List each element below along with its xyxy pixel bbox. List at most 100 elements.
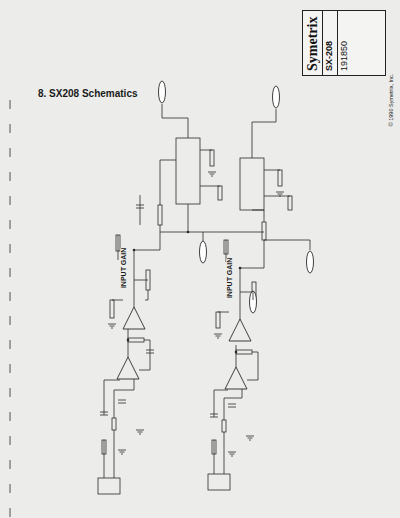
wire xyxy=(252,109,276,158)
brand-name: Symetrix xyxy=(303,11,323,75)
wire xyxy=(104,440,105,478)
page-edge-mark xyxy=(10,460,11,469)
page-edge-mark xyxy=(10,292,11,301)
wire xyxy=(114,430,115,478)
wire xyxy=(253,291,254,300)
wire xyxy=(214,440,215,474)
opamp-symbol xyxy=(117,357,139,379)
title-field: SX-208 xyxy=(323,11,338,75)
title-field: 191850 xyxy=(338,11,352,75)
wire xyxy=(214,390,228,417)
resistor-symbol xyxy=(236,350,252,354)
ground-symbol xyxy=(111,328,113,329)
wire xyxy=(200,186,220,187)
resistor-symbol xyxy=(224,240,228,254)
resistor-symbol xyxy=(218,186,222,200)
resistor-symbol xyxy=(210,150,214,166)
ground-symbol xyxy=(216,336,221,337)
ground-symbol xyxy=(138,432,143,433)
wire xyxy=(240,268,241,319)
wire xyxy=(264,196,290,197)
wire xyxy=(162,104,188,138)
wire xyxy=(128,330,129,357)
ground-symbol xyxy=(228,452,236,453)
ground-symbol xyxy=(276,192,284,193)
ground-symbol xyxy=(108,324,116,325)
opamp-symbol xyxy=(229,319,251,341)
opamp-symbol xyxy=(225,367,247,389)
wire xyxy=(134,280,148,281)
ground-symbol xyxy=(217,338,219,339)
page-edge-mark xyxy=(10,388,11,397)
page-edge-mark xyxy=(10,412,11,421)
ground-symbol xyxy=(208,172,216,173)
wire xyxy=(240,240,264,268)
ground-symbol xyxy=(110,326,115,327)
wire xyxy=(134,225,160,250)
wire xyxy=(128,329,129,330)
ground-symbol xyxy=(249,440,251,441)
wire xyxy=(252,210,264,222)
wire xyxy=(139,340,150,370)
capacitor-symbol xyxy=(146,350,154,351)
terminal-symbol xyxy=(200,241,207,263)
capacitor-symbol xyxy=(136,205,144,206)
resistor-symbol xyxy=(222,420,226,432)
terminal-symbol xyxy=(307,251,314,273)
wire xyxy=(118,235,119,260)
ground-symbol xyxy=(248,438,253,439)
resistor-symbol xyxy=(102,440,106,454)
ic-chip xyxy=(240,158,264,210)
resistor-symbol xyxy=(288,196,292,210)
page-edge-mark xyxy=(10,100,11,109)
control-label: INPUT GAIN xyxy=(226,258,234,298)
ground-symbol xyxy=(246,436,254,437)
page-edge-mark xyxy=(10,316,11,325)
capacitor-symbol xyxy=(118,400,126,401)
page-edge-mark xyxy=(10,172,11,181)
ground-symbol xyxy=(118,450,126,451)
page-edge-mark xyxy=(10,124,11,133)
page-edge-mark xyxy=(10,340,11,349)
wire xyxy=(247,352,258,380)
capacitor-symbol xyxy=(118,403,126,404)
resistor-symbol xyxy=(212,440,216,454)
copyright-note: © 1990 Symetrix, Inc. xyxy=(388,74,394,127)
page-edge-mark xyxy=(10,148,11,157)
wire xyxy=(250,232,264,233)
resistor-symbol xyxy=(262,222,266,240)
page-title: 8. SX208 Schematics xyxy=(38,88,138,99)
ground-symbol xyxy=(210,174,215,175)
opamp-symbol xyxy=(123,307,145,329)
input-jack xyxy=(98,478,120,494)
capacitor-symbol xyxy=(136,208,144,209)
ground-symbol xyxy=(278,194,283,195)
wire xyxy=(203,232,204,241)
page-edge-mark xyxy=(10,508,11,517)
ground-symbol xyxy=(214,334,222,335)
page-edge-mark xyxy=(10,364,11,373)
wire xyxy=(160,232,250,233)
capacitor-symbol xyxy=(146,353,154,354)
page-edge-mark xyxy=(10,436,11,445)
resistor-symbol xyxy=(158,205,162,225)
input-jack xyxy=(208,474,230,490)
wire xyxy=(224,432,225,474)
wire xyxy=(160,160,176,205)
junction-dot xyxy=(239,267,242,270)
junction-dot xyxy=(133,249,136,252)
ground-symbol xyxy=(211,176,213,177)
wire xyxy=(224,389,242,420)
terminal-symbol xyxy=(273,86,280,108)
page-edge-mark xyxy=(10,268,11,277)
resistor-symbol xyxy=(128,338,144,342)
wire xyxy=(145,290,148,300)
wire xyxy=(264,240,310,250)
wire xyxy=(188,204,189,232)
resistor-symbol xyxy=(110,300,114,318)
wire xyxy=(134,250,135,307)
ic-chip xyxy=(176,138,200,204)
resistor-symbol xyxy=(112,418,116,430)
